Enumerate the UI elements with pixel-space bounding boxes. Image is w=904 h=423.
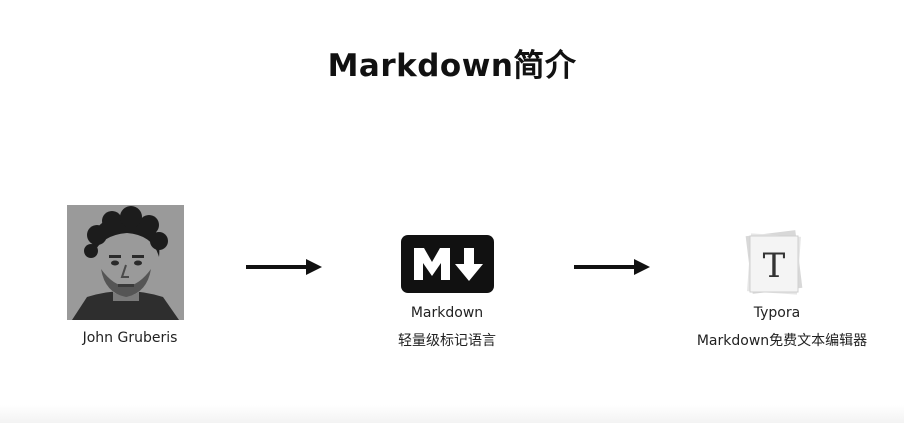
john-gruber-photo xyxy=(67,205,184,320)
node-description-markdown: 轻量级标记语言 xyxy=(398,333,496,349)
node-label-typora: Typora xyxy=(753,305,801,321)
page-title: Markdown简介 xyxy=(327,48,577,84)
node-description-typora: Markdown免费文本编辑器 xyxy=(696,333,868,349)
markdown-logo-icon xyxy=(401,235,494,293)
typora-icon: T xyxy=(745,230,803,295)
node-label-markdown: Markdown xyxy=(410,305,484,321)
typora-letter: T xyxy=(763,246,786,286)
bottom-divider xyxy=(0,405,904,423)
arrow-right-icon xyxy=(574,259,650,275)
node-label-gruber: John Gruberis xyxy=(82,330,178,346)
arrow-right-icon xyxy=(246,259,322,275)
